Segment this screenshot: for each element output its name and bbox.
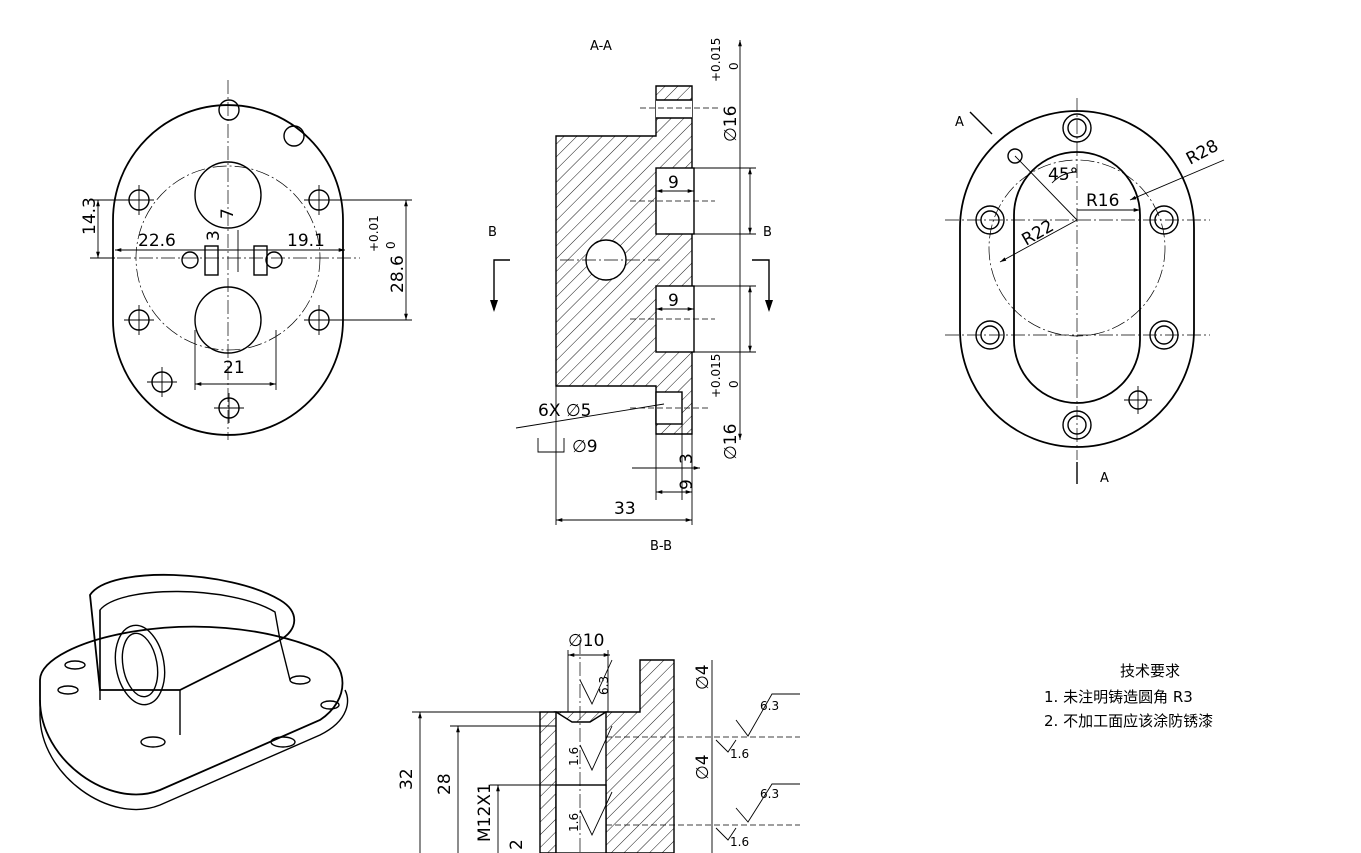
- label-b-right: B: [763, 225, 772, 240]
- isometric-view: [39, 573, 349, 811]
- technical-requirements: 技术要求 1. 未注明铸造圆角 R3 2. 不加工面应该涂防锈漆: [1030, 660, 1270, 733]
- note-item-2: 2. 不加工面应该涂防锈漆: [1044, 712, 1214, 730]
- dim-2: 2: [507, 839, 527, 850]
- dim-dia-10: ∅10: [568, 631, 604, 651]
- dim-3-b: 3: [677, 453, 697, 464]
- top-view: 14.3 22.6 19.1 3 7 28.6 +0.01 0 21: [80, 80, 412, 440]
- label-a-bottom: A: [1100, 471, 1109, 486]
- dim-45-deg: 45°: [1048, 165, 1078, 185]
- tol-016-top: +0.015: [709, 38, 723, 82]
- dim-22-6: 22.6: [138, 231, 176, 251]
- dim-19-1: 19.1: [287, 231, 325, 251]
- dim-21: 21: [223, 358, 245, 378]
- ra-1-6-c: 1.6: [730, 747, 749, 761]
- dim-r28: R28: [1183, 136, 1222, 169]
- section-b-b: ∅10 ∅4 ∅4 32 28 M12X1 2 6.3 1.6 1.6 6.3 …: [397, 631, 800, 853]
- dim-holes: 6X ∅5: [538, 401, 592, 421]
- bottom-view: R16 R22 R28 45° A A: [945, 98, 1225, 486]
- dim-m12x1: M12X1: [475, 783, 495, 842]
- bolt-holes: [124, 99, 334, 423]
- tol-0-top: 0: [727, 62, 741, 70]
- ra-6-3-a: 6.3: [597, 676, 611, 695]
- dim-dia-16-bot: ∅16: [721, 424, 741, 460]
- dim-7: 7: [218, 208, 238, 219]
- dim-3: 3: [204, 230, 224, 241]
- tol-lower: 0: [384, 241, 398, 249]
- dim-9-c: 9: [677, 479, 697, 490]
- dim-counterbore: ∅9: [572, 437, 598, 457]
- note-item-1: 1. 未注明铸造圆角 R3: [1044, 688, 1193, 706]
- dim-28: 28: [435, 773, 455, 795]
- dim-9-b: 9: [668, 291, 679, 311]
- label-a-a: A-A: [590, 39, 612, 54]
- ra-1-6-a: 1.6: [567, 747, 581, 766]
- ra-1-6-d: 1.6: [730, 835, 749, 849]
- label-a-top: A: [955, 115, 964, 130]
- label-b-left: B: [488, 225, 497, 240]
- tol-0-bot: 0: [727, 380, 741, 388]
- dim-r22: R22: [1019, 216, 1058, 250]
- ra-6-3-b: 6.3: [760, 699, 779, 713]
- label-b-b: B-B: [650, 539, 672, 554]
- tol-upper: +0.01: [367, 215, 381, 252]
- ra-6-3-c: 6.3: [760, 787, 779, 801]
- tol-016-bot: +0.015: [709, 354, 723, 398]
- dim-9-a: 9: [668, 173, 679, 193]
- dim-dia-16-top: ∅16: [721, 106, 741, 142]
- dim-dia-4-a: ∅4: [693, 664, 713, 690]
- dim-dia-4-b: ∅4: [693, 754, 713, 780]
- dim-r16: R16: [1086, 191, 1119, 211]
- section-a-a: A-A ∅16 +0.015 0 9 9 6X ∅5 ∅9 ∅16 +0.01: [488, 38, 773, 554]
- ra-1-6-b: 1.6: [567, 813, 581, 832]
- counterbored-holes: [975, 113, 1179, 440]
- dim-14-3: 14.3: [80, 197, 100, 235]
- dim-32: 32: [397, 768, 417, 790]
- notes-title: 技术要求: [1119, 662, 1180, 680]
- dim-33: 33: [614, 499, 636, 519]
- dim-28-6: 28.6: [388, 255, 408, 293]
